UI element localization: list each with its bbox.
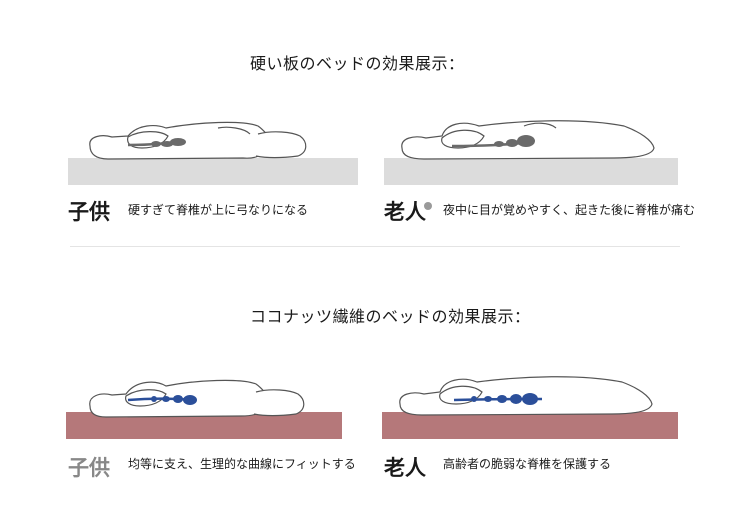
child-figure [89,379,305,418]
coconut-elder-illustration [382,376,678,439]
coconut-child-label: 子供 [68,456,110,480]
hard-board-elder-illustration [384,120,678,185]
coconut-bed-title: ココナッツ繊維のベッドの効果展示： [250,307,531,326]
coconut-child-illustration [66,379,342,439]
coconut-child-spine [127,395,197,405]
hard-board-child-label: 子供 [68,200,110,224]
hard-board-elder-label: 老人 [384,200,426,224]
hard-elder-spine [451,135,535,148]
hard-child-spine [127,138,186,147]
coconut-elder-spine [453,393,543,405]
coconut-elder-caption: 高齢者の脆弱な脊椎を保護する [443,457,612,471]
coconut-elder-label: 老人 [384,456,426,480]
hard-board-elder-caption: 夜中に目が覚めやすく、起きた後に脊椎が痛む [443,203,696,217]
child-figure [89,121,307,160]
coconut-mattress [382,412,678,439]
smudge-dot [424,202,432,210]
hard-mattress [68,158,358,185]
hard-board-child-illustration [68,121,358,185]
section-divider [70,246,680,247]
coconut-child-caption: 均等に支え、生理的な曲線にフィットする [128,457,356,471]
hard-board-child-caption: 硬すぎて脊椎が上に弓なりになる [128,203,309,217]
hard-mattress [384,158,678,185]
hard-board-title: 硬い板のベッドの効果展示： [250,54,465,73]
